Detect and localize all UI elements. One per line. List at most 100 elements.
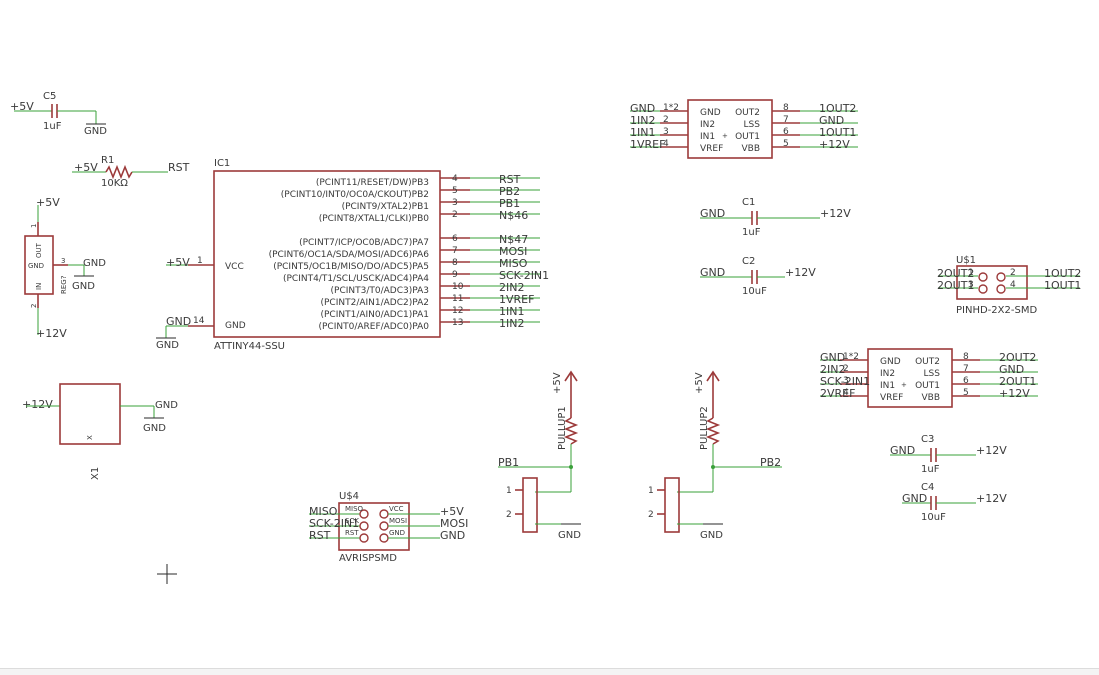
ic1-pin-number: 6 — [452, 234, 458, 244]
ic1-pin-number: 12 — [452, 306, 463, 316]
driver-right-label: OUT2 — [915, 357, 940, 367]
us4-right-net: +5V — [440, 505, 464, 518]
ic1-pin-net: N$47 — [499, 233, 528, 246]
ic1-pin-net: RST — [499, 173, 521, 186]
driver-right-pin: 7 — [963, 364, 969, 374]
power-jack-x1[interactable]: +12V GND GND X X1 — [22, 383, 178, 480]
driver-right-label: LSS — [924, 369, 941, 379]
driver-left-label: IN1 — [880, 381, 895, 391]
ic1-pin-number: 11 — [452, 294, 463, 304]
capacitor-value: 1uF — [921, 464, 940, 475]
us1-name: U$1 — [956, 255, 976, 266]
header-us1[interactable]: U$1 PINHD-2X2-SMD 2OUT2 2OUT1 1 3 2 4 1O… — [937, 255, 1081, 316]
jack-net-left: +12V — [22, 398, 53, 411]
pullup2-p2: 2 — [648, 510, 654, 520]
us4-part: AVRISPSMD — [339, 553, 397, 564]
ic1-pin-net: PB1 — [499, 197, 520, 210]
capacitor-net-right: +12V — [785, 266, 816, 279]
ic1-gnd-net: GND — [166, 315, 191, 328]
us4-inner-right: GND — [389, 529, 405, 537]
jack-gnd: GND — [143, 423, 166, 434]
pullup2-name: PULLUP2 — [699, 406, 710, 450]
decoupling-capacitors[interactable]: GND+12VC11uFGND+12VC210uFGND+12VC31uFGND… — [700, 197, 1007, 523]
reg-out-label: OUT — [35, 242, 43, 258]
driver-left-net: 2IN2 — [820, 363, 845, 376]
driver-left-net: 1VREF — [630, 138, 665, 151]
voltage-regulator[interactable]: +5V +12V GND GND GND OUT IN REG? 1 2 3 — [24, 196, 106, 340]
driver-right-label: VBB — [741, 144, 760, 154]
ic1-pin-net: PB2 — [499, 185, 520, 198]
us1-left-2: 2OUT1 — [937, 279, 974, 292]
pullup-switch-1[interactable]: +5V PULLUP1 PB1 1 2 GND — [498, 370, 581, 541]
ic1-pin-net: 1IN2 — [499, 317, 524, 330]
driver-left-label: VREF — [700, 144, 723, 154]
ic1-pin-label: (PCINT1/AIN0/ADC1)PA1 — [320, 310, 429, 320]
driver-right-pin: 5 — [783, 139, 789, 149]
us1-right-1: 1OUT2 — [1044, 267, 1081, 280]
us4-right-net: GND — [440, 529, 465, 542]
driver-right-net: 2OUT2 — [999, 351, 1036, 364]
reg-gnd-label: GND — [28, 262, 44, 270]
ic1-pin-net: MOSI — [499, 245, 527, 258]
pullup2-gnd: GND — [700, 530, 723, 541]
driver-left-net: GND — [820, 351, 845, 364]
capacitor-net-right: +12V — [976, 492, 1007, 505]
ic1-gnd-symbol: GND — [156, 340, 179, 351]
driver-left-label: GND — [700, 108, 721, 118]
ic1-pin-label: (PCINT10/INT0/OC0A/CKOUT)PB2 — [281, 190, 429, 200]
driver-right-net: GND — [819, 114, 844, 127]
driver-right-net: +12V — [819, 138, 850, 151]
driver-right-net: 1OUT2 — [819, 102, 856, 115]
resistor-r1[interactable]: +5V RST R1 10KΩ — [72, 155, 190, 189]
driver-right-label: OUT1 — [915, 381, 940, 391]
driver-right-net: +12V — [999, 387, 1030, 400]
pullup1-gnd: GND — [558, 530, 581, 541]
reg-pin1: 1 — [30, 224, 38, 228]
ic1-pin-label: (PCINT7/ICP/OC0B/ADC7)PA7 — [299, 238, 429, 248]
c5-name: C5 — [43, 91, 56, 102]
capacitor-net-right: +12V — [976, 444, 1007, 457]
us4-inner-left: MISO — [345, 505, 364, 513]
ic1-pin-label: (PCINT6/OC1A/SDA/MOSI/ADC6)PA6 — [269, 250, 430, 260]
pullup2-net: PB2 — [760, 456, 781, 469]
ic1-vcc-net: +5V — [166, 256, 190, 269]
driver-left-label: IN2 — [700, 120, 715, 130]
pullup1-name: PULLUP1 — [557, 406, 568, 450]
crosshair-cursor-icon — [157, 564, 177, 584]
ic1-pin-number: 3 — [452, 198, 458, 208]
ic1-pin-label: (PCINT4/T1/SCL/USCK/ADC4)PA4 — [283, 274, 429, 284]
capacitor-name: C1 — [742, 197, 755, 208]
driver-left-net: SCK-2IN1 — [820, 375, 870, 388]
pullup1-p1: 1 — [506, 486, 512, 496]
r1-net-right: RST — [168, 161, 190, 174]
pullup-switch-2[interactable]: +5V PULLUP2 PB2 1 2 GND — [648, 370, 782, 541]
capacitor-value: 1uF — [742, 227, 761, 238]
drv2-plus: + — [901, 381, 907, 389]
ic1-pin-number: 7 — [452, 246, 458, 256]
driver-right-pin: 6 — [783, 127, 789, 137]
capacitor-net-left: GND — [902, 492, 927, 505]
capacitor-net-left: GND — [700, 207, 725, 220]
driver-left-net: 2VREF — [820, 387, 855, 400]
capacitor-net-left: GND — [700, 266, 725, 279]
ic1-pin-label: (PCINT0/AREF/ADC0)PA0 — [318, 322, 429, 332]
reg-pin2: 2 — [30, 304, 38, 308]
ic1-pin-net: MISO — [499, 257, 528, 270]
ic1-gnd-pin: 14 — [193, 316, 205, 326]
us1-part: PINHD-2X2-SMD — [956, 305, 1037, 316]
driver-left-pin: 2 — [663, 115, 669, 125]
ic1-attiny44[interactable]: IC1 ATTINY44-SSU VCC GND +5V 1 GND GND 1… — [156, 158, 549, 352]
ic1-pin-number: 2 — [452, 210, 458, 220]
us1-p2: 3 — [968, 280, 974, 290]
capacitor-c5[interactable]: +5V C5 1uF GND — [10, 91, 107, 137]
c5-net-left: +5V — [10, 100, 34, 113]
status-bar — [0, 668, 1099, 675]
us4-inner-right: MOSI — [389, 517, 407, 525]
capacitor-value: 10uF — [742, 286, 767, 297]
